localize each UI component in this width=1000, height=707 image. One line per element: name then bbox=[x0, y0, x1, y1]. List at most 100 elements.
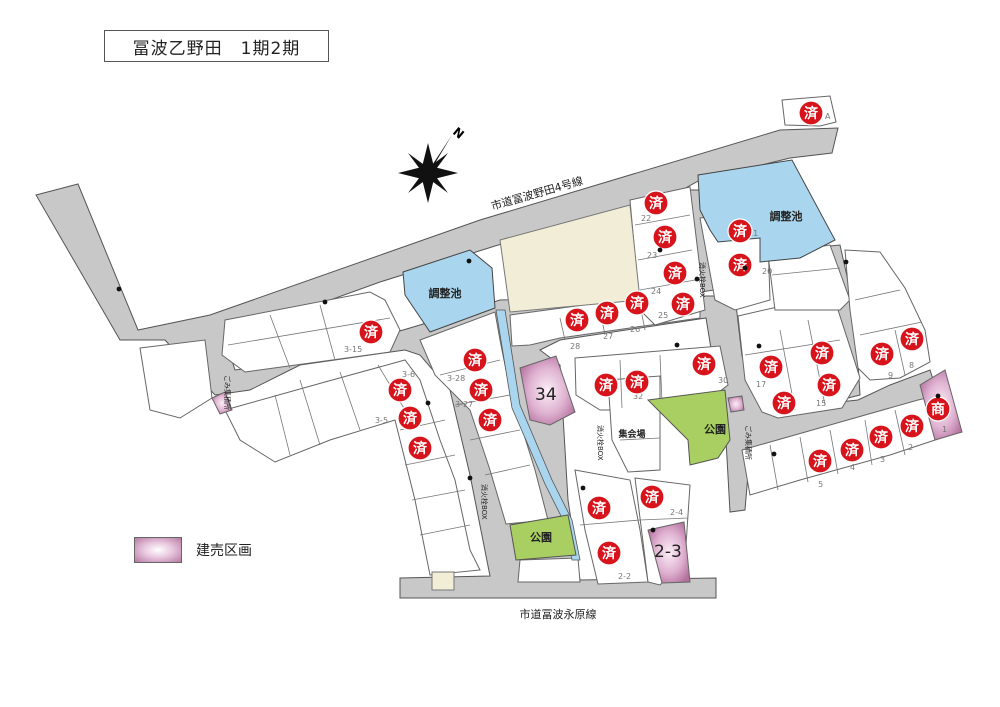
badge-circle bbox=[358, 319, 384, 345]
badge-text: 済 bbox=[403, 410, 418, 427]
lot-number: 3-5 bbox=[375, 416, 388, 425]
lot-number: 2 bbox=[908, 443, 913, 452]
lot-number: 30 bbox=[718, 376, 728, 385]
sold-badge: 済 bbox=[869, 341, 895, 367]
badge-circle bbox=[594, 300, 620, 326]
badge-circle bbox=[758, 354, 784, 380]
legend: 建売区画 bbox=[134, 537, 252, 563]
badge-circle bbox=[670, 291, 696, 317]
garbage-label-1: ごみ集積所 bbox=[223, 375, 232, 410]
badge-circle bbox=[691, 351, 717, 377]
sold-badge: 済 bbox=[727, 252, 753, 278]
lot-number: 32 bbox=[633, 392, 643, 401]
sold-badge: 済 bbox=[564, 307, 590, 333]
sold-badge: 済 bbox=[652, 224, 678, 250]
badge-circle bbox=[397, 405, 423, 431]
sold-badge: 商 bbox=[925, 396, 951, 422]
badge-circle bbox=[468, 377, 494, 403]
badge-circle bbox=[662, 260, 688, 286]
badge-text: 済 bbox=[393, 382, 408, 399]
small-cream-lot bbox=[431, 571, 455, 591]
sold-badge: 済 bbox=[397, 405, 423, 431]
sold-badge: 済 bbox=[758, 354, 784, 380]
badge-text: 済 bbox=[570, 312, 585, 329]
sold-badge: 済 bbox=[593, 372, 619, 398]
lot-number: 20 bbox=[762, 267, 772, 276]
sold-badge: 済 bbox=[662, 260, 688, 286]
park-label-east: 公園 bbox=[704, 423, 726, 436]
badge-text: 済 bbox=[600, 305, 615, 322]
lot-number: 23 bbox=[647, 251, 657, 260]
lot-number: 21 bbox=[748, 229, 758, 238]
badge-circle bbox=[839, 437, 865, 463]
lot-number: 28 bbox=[570, 342, 580, 351]
sold-badge: 済 bbox=[639, 484, 665, 510]
badge-text: 済 bbox=[645, 489, 660, 506]
badge-text: 済 bbox=[468, 352, 483, 369]
badge-text: 済 bbox=[804, 105, 819, 122]
lot-number: 5 bbox=[818, 480, 823, 489]
badge-text: 済 bbox=[630, 295, 645, 312]
lot-number-layer: 222324252627282120171615981234530322-42-… bbox=[344, 112, 947, 581]
sold-badge: 済 bbox=[899, 413, 925, 439]
badge-circle bbox=[624, 369, 650, 395]
sold-badge: 済 bbox=[691, 351, 717, 377]
fire-box-label-3: 消火栓BOX bbox=[480, 484, 489, 520]
fire-box-label-2: 消火栓BOX bbox=[596, 425, 605, 461]
lot-blocks bbox=[139, 95, 951, 586]
sold-badge: 済 bbox=[596, 540, 622, 566]
sold-badge: 済 bbox=[407, 435, 433, 461]
lot-number: 3-27 bbox=[455, 400, 473, 409]
sold-badge: 済 bbox=[816, 372, 842, 398]
sold-badge: 済 bbox=[839, 437, 865, 463]
badge-circle bbox=[809, 340, 835, 366]
lot-number: 3-6 bbox=[402, 370, 415, 379]
garbage-label-2: ごみ集積所 bbox=[744, 425, 753, 460]
lot-number: A bbox=[825, 112, 831, 121]
badge-circle bbox=[593, 372, 619, 398]
badge-circle bbox=[639, 484, 665, 510]
badge-circle bbox=[477, 407, 503, 433]
lot-number: 2-2 bbox=[618, 572, 631, 581]
badge-circle bbox=[807, 448, 833, 474]
lot-number: 3 bbox=[880, 455, 885, 464]
sold-badge: 済 bbox=[727, 218, 753, 244]
badge-circle bbox=[727, 218, 753, 244]
badge-circle bbox=[624, 290, 650, 316]
compass-icon: N bbox=[398, 125, 467, 203]
badge-circle bbox=[596, 540, 622, 566]
badge-circle bbox=[899, 326, 925, 352]
badge-text: 済 bbox=[413, 440, 428, 457]
sold-badge: 済 bbox=[670, 291, 696, 317]
page-title: 冨波乙野田 1期2期 bbox=[104, 30, 329, 62]
pond-label-east: 調整池 bbox=[770, 209, 803, 223]
compass-north-letter: N bbox=[450, 125, 467, 142]
south-road-label: 市道冨波永原線 bbox=[520, 607, 597, 621]
lot-number: 3-28 bbox=[447, 374, 465, 383]
sold-badge: 済 bbox=[387, 377, 413, 403]
badge-text: 済 bbox=[668, 265, 683, 282]
sold-badge: 済 bbox=[624, 290, 650, 316]
badge-circle bbox=[869, 341, 895, 367]
badge-circle bbox=[868, 424, 894, 450]
badge-text: 済 bbox=[875, 346, 890, 363]
badge-text: 済 bbox=[764, 359, 779, 376]
legend-label: 建売区画 bbox=[196, 543, 252, 559]
sold-badge: 済 bbox=[899, 326, 925, 352]
pond-label-west: 調整池 bbox=[429, 286, 462, 300]
badge-text: 済 bbox=[813, 453, 828, 470]
park-label-south: 公園 bbox=[530, 531, 552, 544]
lot-2-3-label: 2-3 bbox=[654, 542, 682, 562]
badge-text: 済 bbox=[815, 345, 830, 362]
badge-circle bbox=[899, 413, 925, 439]
creek bbox=[495, 309, 581, 561]
lot-number: 4 bbox=[850, 463, 855, 472]
badge-text: 済 bbox=[845, 442, 860, 459]
badge-text: 済 bbox=[599, 377, 614, 394]
badge-circle bbox=[387, 377, 413, 403]
legend-swatch bbox=[134, 537, 182, 563]
badge-circle bbox=[586, 495, 612, 521]
badge-text: 済 bbox=[697, 356, 712, 373]
sold-badge: 済 bbox=[477, 407, 503, 433]
